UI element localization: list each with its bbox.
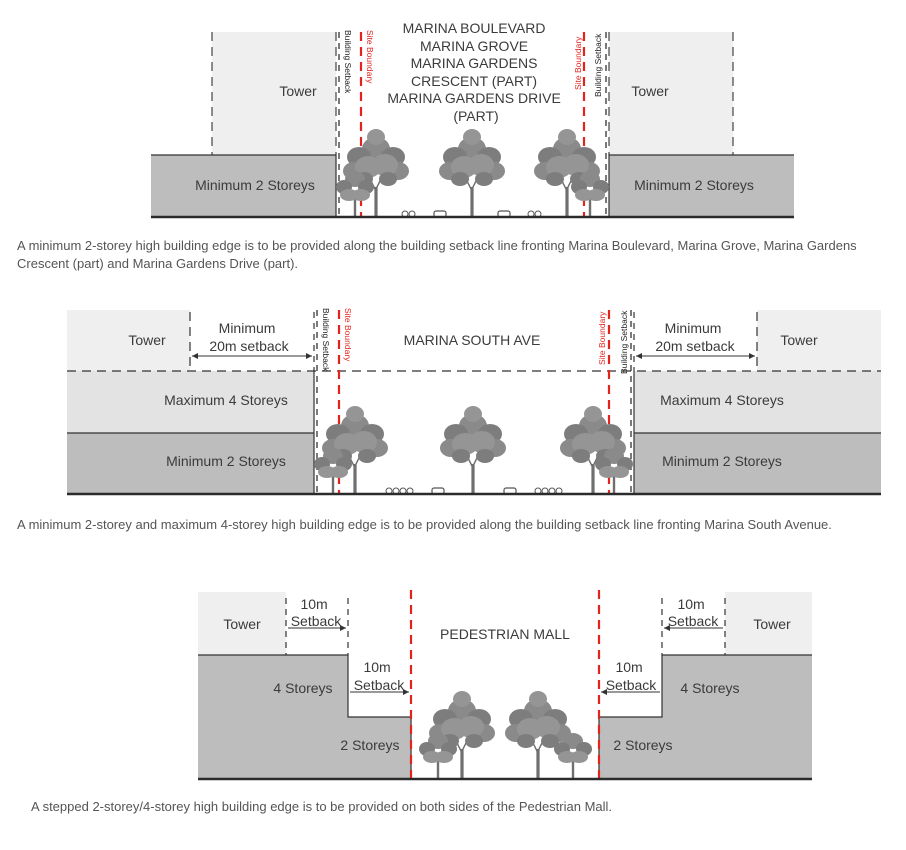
tower-left-label: Tower: [279, 83, 317, 99]
street-name: PEDESTRIAN MALL: [440, 626, 570, 642]
two-storey-right-block: [599, 717, 812, 779]
street-name: MARINA BOULEVARD MARINA GROVE MARINA GAR…: [387, 20, 564, 124]
tower-right-label: Tower: [753, 616, 791, 632]
diagram-1: Tower Tower Minimum 2 Storeys Minimum 2 …: [151, 20, 794, 219]
podium-left-block: [151, 155, 336, 217]
upper-left-block: [67, 371, 314, 433]
four-storeys-left-label: 4 Storeys: [273, 680, 332, 696]
tower-left-block: [198, 592, 286, 655]
building-setback-left-label: Building Setback: [321, 308, 331, 372]
caption-2: A minimum 2-storey and maximum 4-storey …: [17, 517, 832, 532]
tower-left-label: Tower: [128, 332, 166, 348]
podium-right-block: [609, 155, 794, 217]
two-storeys-right-label: 2 Storeys: [613, 737, 672, 753]
site-boundary-left-label: Site Boundary: [365, 30, 375, 84]
site-boundary-left-label: Site Boundary: [343, 308, 353, 362]
tower-right-label: Tower: [780, 332, 818, 348]
lower-left-block: [67, 433, 314, 494]
building-setback-right-label: Building Setback: [619, 310, 629, 374]
tower-left-block: [67, 310, 190, 371]
tree: [504, 690, 572, 780]
tower-left-block: [212, 32, 336, 155]
diagram-2: Tower Tower Minimum 20m setback Minimum …: [67, 308, 881, 496]
site-boundary-right-label: Site Boundary: [597, 311, 607, 365]
two-storeys-left-label: 2 Storeys: [340, 737, 399, 753]
building-setback-left-label: Building Setback: [343, 30, 353, 94]
caption-1: A minimum 2-storey high building edge is…: [17, 238, 857, 271]
upper-right-label: Maximum 4 Storeys: [660, 392, 784, 408]
four-storey-right-block: [662, 655, 812, 717]
setback-right-label: Minimum 20m setback: [655, 320, 735, 354]
tree: [438, 128, 506, 218]
tower-right-block: [757, 310, 881, 371]
diagram-3: Tower Tower 10m Setback 10m Setback 10m …: [198, 590, 812, 781]
lower-setback-right-label: 10m Setback: [606, 659, 658, 693]
podium-right-label: Minimum 2 Storeys: [634, 177, 754, 193]
upper-left-label: Maximum 4 Storeys: [164, 392, 288, 408]
lower-right-label: Minimum 2 Storeys: [662, 453, 782, 469]
street-name: MARINA SOUTH AVE: [404, 332, 541, 348]
upper-setback-left-label: 10m Setback: [291, 596, 343, 629]
site-boundary-right-label: Site Boundary: [573, 36, 583, 90]
lower-left-label: Minimum 2 Storeys: [166, 453, 286, 469]
upper-right-block: [634, 371, 881, 433]
lower-setback-left-label: 10m Setback: [354, 659, 406, 693]
four-storey-left-block: [198, 655, 348, 717]
tree: [439, 405, 507, 495]
caption-3: A stepped 2-storey/4-storey high buildin…: [31, 799, 613, 814]
setback-left-zone: [190, 310, 314, 371]
podium-left-label: Minimum 2 Storeys: [195, 177, 315, 193]
tower-right-block: [609, 32, 733, 155]
tower-right-block: [725, 592, 812, 655]
lower-right-block: [634, 433, 881, 494]
tower-right-label: Tower: [631, 83, 669, 99]
building-setback-right-label: Building Setback: [593, 33, 603, 97]
two-storey-left-block: [198, 717, 411, 779]
four-storeys-right-label: 4 Storeys: [680, 680, 739, 696]
tower-left-label: Tower: [223, 616, 261, 632]
setback-left-label: Minimum 20m setback: [209, 320, 289, 354]
upper-setback-right-label: 10m Setback: [668, 596, 720, 629]
